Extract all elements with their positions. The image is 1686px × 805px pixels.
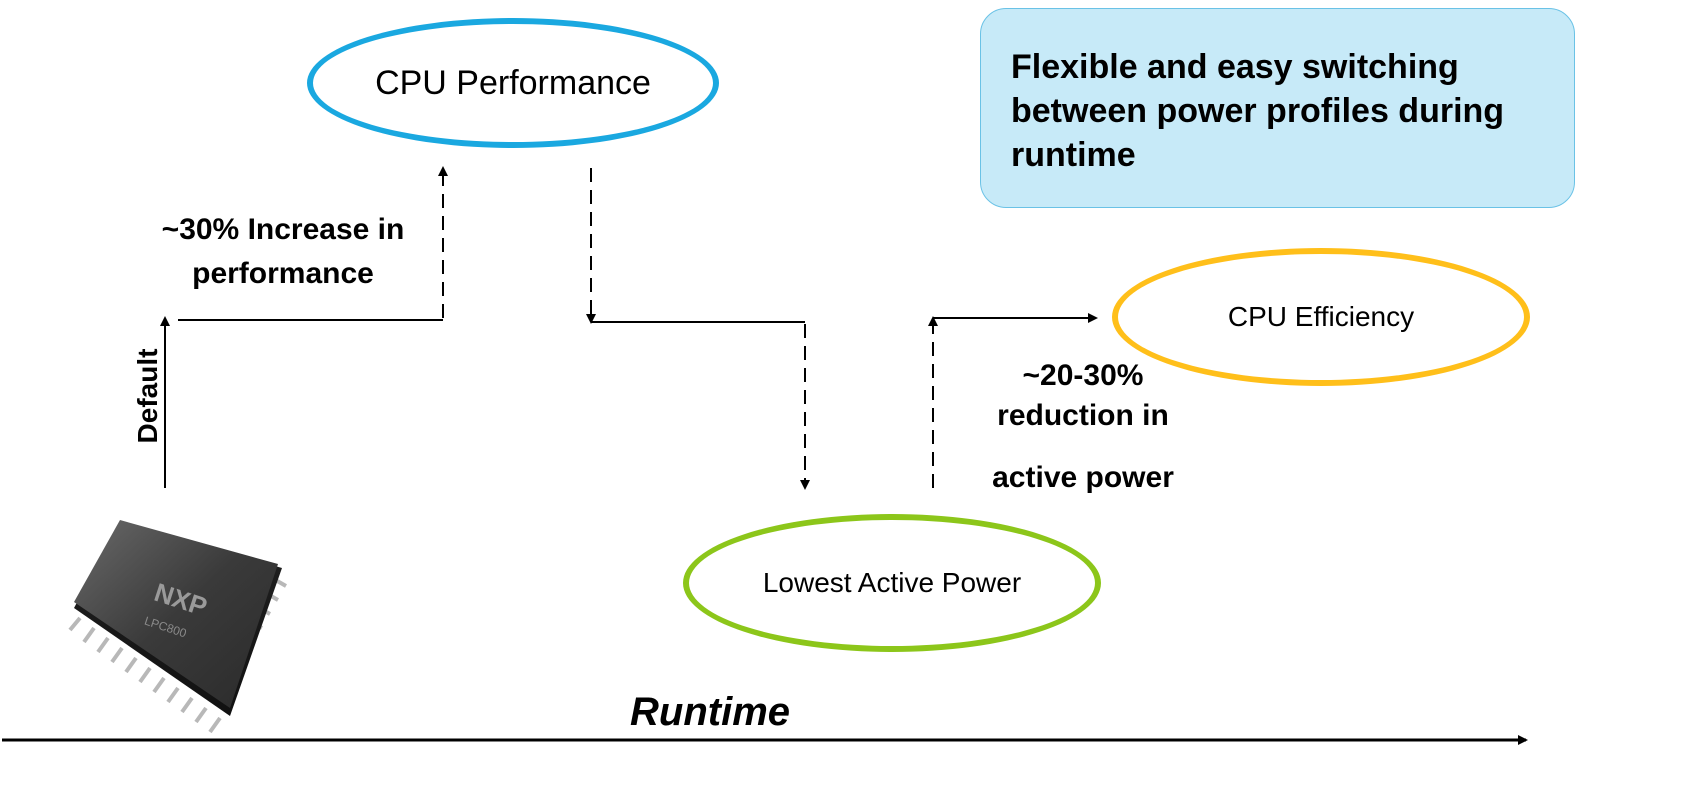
power-reduction-label-line3: active power bbox=[992, 461, 1174, 494]
cpu-performance-node: CPU Performance bbox=[307, 18, 719, 148]
performance-increase-label: ~30% Increase in performance bbox=[161, 213, 405, 290]
power-reduction-label-line1: ~20-30% bbox=[1022, 359, 1144, 392]
cpu-efficiency-node: CPU Efficiency bbox=[1112, 248, 1530, 386]
callout-text: Flexible and easy switching between powe… bbox=[1011, 48, 1505, 175]
lowest-active-power-label: Lowest Active Power bbox=[762, 567, 1022, 598]
lowest-active-power-node: Lowest Active Power bbox=[683, 514, 1101, 652]
power-reduction-label-line2: reduction in bbox=[997, 399, 1169, 432]
cpu-performance-label: CPU Performance bbox=[375, 63, 651, 102]
runtime-axis-label: Runtime bbox=[630, 690, 790, 734]
callout-box: Flexible and easy switching between powe… bbox=[980, 8, 1575, 208]
cpu-efficiency-label: CPU Efficiency bbox=[1227, 301, 1415, 332]
microcontroller-chip-image: NXP LPC800 bbox=[68, 520, 287, 734]
default-label: Default bbox=[132, 348, 163, 444]
